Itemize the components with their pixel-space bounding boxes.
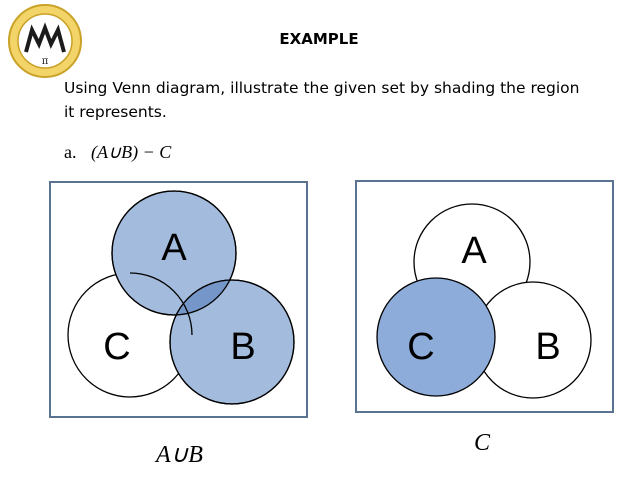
instruction-text: Using Venn diagram, illustrate the given…	[64, 79, 580, 121]
problem-expression: (A∪B) − C	[91, 142, 172, 162]
label-c: C	[103, 326, 130, 368]
label-a: A	[461, 230, 487, 272]
circle-c-shaded	[376, 277, 496, 397]
caption-a-union-b: A∪B	[156, 442, 203, 468]
label-b: B	[230, 326, 255, 368]
university-seal-logo: π	[8, 4, 82, 78]
svg-text:π: π	[42, 56, 49, 67]
page-title: EXAMPLE	[279, 30, 359, 48]
problem-statement: a. (A∪B) − C	[64, 142, 171, 163]
circle-c-arc	[129, 272, 193, 336]
circle-a-outline	[111, 190, 237, 316]
venn-diagram-a-union-b: A C B	[49, 181, 308, 418]
venn-diagram-c: A C B	[355, 180, 614, 413]
label-b: B	[535, 326, 560, 368]
circle-b-outline	[169, 279, 295, 405]
label-c: C	[407, 326, 434, 368]
caption-c: C	[474, 430, 491, 456]
problem-label: a.	[64, 142, 77, 162]
label-a: A	[161, 227, 187, 269]
